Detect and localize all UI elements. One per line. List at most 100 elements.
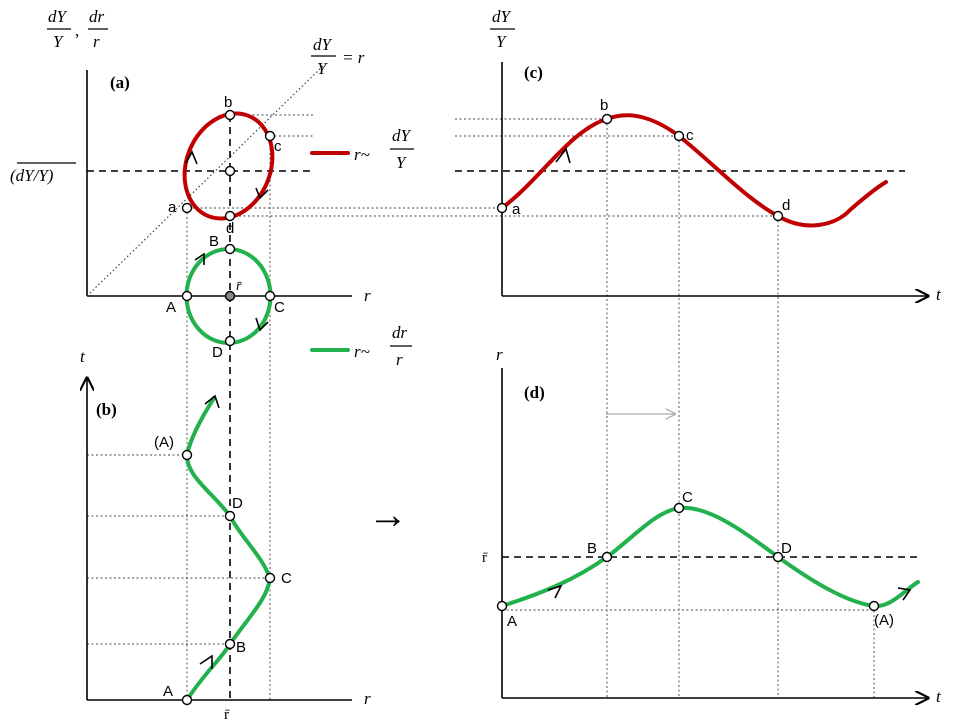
panel-d-y-label: r <box>496 345 503 364</box>
legend: r~ dY Y r~ dr r <box>310 126 414 369</box>
diag-Y: Y <box>317 59 328 78</box>
label-A: A <box>166 299 176 316</box>
diagonal-label: dY Y = r <box>311 35 365 78</box>
point-rbar <box>224 290 236 302</box>
panel-b-x-label: r <box>364 689 371 708</box>
label-d-A: A <box>507 613 517 630</box>
label-b-Aprime: (A) <box>154 434 174 451</box>
panel-c-x-label: t <box>936 285 942 304</box>
point-b-B <box>224 638 236 650</box>
label-c-c: c <box>686 127 694 144</box>
legend-green-prefix: r~ <box>354 342 370 361</box>
point-c <box>264 130 276 142</box>
label-a: a <box>168 199 177 216</box>
panel-b-arrow-top <box>204 394 220 409</box>
point-c-d <box>772 210 784 222</box>
panel-d-rbar-label: r̄ <box>482 550 488 566</box>
point-b <box>224 109 236 121</box>
point-A <box>181 290 193 302</box>
legend-red-num: dY <box>392 126 412 145</box>
legend-green-num: dr <box>392 323 408 342</box>
point-d-C <box>673 502 685 514</box>
legend-green-den: r <box>396 350 403 369</box>
legend-red-prefix: r~ <box>354 145 370 164</box>
panel-d-x-label: t <box>936 687 942 706</box>
point-c-a <box>496 202 508 214</box>
label-d-B: B <box>587 540 597 557</box>
label-b-B: B <box>236 639 246 656</box>
guide-lines <box>87 114 875 700</box>
point-d <box>224 210 236 222</box>
label-d-Aprime: (A) <box>874 612 894 629</box>
y-label-r: r <box>93 32 100 51</box>
point-a <box>181 202 193 214</box>
point-B <box>224 243 236 255</box>
panel-d: A B C D (A) (d) r t r̄ <box>482 345 942 706</box>
label-d-C: C <box>682 489 693 506</box>
panel-b-arrow-low <box>199 654 213 669</box>
point-b-A <box>181 694 193 706</box>
green-arrow-down <box>255 317 269 332</box>
mean-growth-label: (dY/Y) <box>10 162 76 185</box>
panel-a-x-label: r <box>364 286 371 305</box>
label-c-d: d <box>782 197 790 214</box>
point-center-red <box>224 165 236 177</box>
c-y-dY: dY <box>492 7 512 26</box>
red-arrow-down <box>255 187 269 200</box>
point-c-c <box>673 130 685 142</box>
panel-c-label: (c) <box>524 63 543 82</box>
label-b-C: C <box>281 570 292 587</box>
point-b-Aprime <box>181 449 193 461</box>
label-c: c <box>274 138 282 155</box>
label-B: B <box>209 233 219 250</box>
c-y-Y: Y <box>496 32 507 51</box>
label-b-D: D <box>232 495 243 512</box>
panel-a-label: (a) <box>110 73 130 92</box>
y-label-Y: Y <box>53 32 64 51</box>
panel-b: A B C D (A) (b) t r r̄ <box>80 347 371 723</box>
red-cycle <box>182 111 275 221</box>
red-arrow-up <box>185 150 198 165</box>
point-d-Aprime <box>868 600 880 612</box>
point-C <box>264 290 276 302</box>
label-d-D: D <box>781 540 792 557</box>
label-c-a: a <box>512 201 521 218</box>
diag-eq-r: = r <box>342 48 365 67</box>
point-d-A <box>496 600 508 612</box>
y-label-dr: dr <box>89 7 105 26</box>
panel-c-y-label: dY Y <box>490 7 515 51</box>
panel-b-rbar-label: r̄ <box>224 707 230 719</box>
legend-red-den: Y <box>396 153 407 172</box>
point-c-b <box>601 113 613 125</box>
label-d: d <box>226 220 234 237</box>
panel-b-y-label: t <box>80 347 86 366</box>
label-b-A: A <box>163 683 173 700</box>
point-b-D <box>224 510 236 522</box>
panel-b-label: (b) <box>96 400 117 419</box>
label-C: C <box>274 299 285 316</box>
green-arrow-up <box>194 252 205 265</box>
y-label-dY: dY <box>48 7 68 26</box>
panel-a: b c a d B A C D r̄ (a) r dY Y , dr r dY … <box>10 7 371 702</box>
transition-arrow: → <box>368 492 408 537</box>
label-rbar-center: r̄ <box>236 279 242 294</box>
panel-c-curve <box>500 113 888 228</box>
y-label-comma: , <box>75 21 79 40</box>
panel-b-curve <box>184 396 273 702</box>
mean-growth-text: (dY/Y) <box>10 166 54 185</box>
panel-a-y-label: dY Y , dr r <box>47 7 108 51</box>
point-d-D <box>772 551 784 563</box>
panel-c: a b c d (c) t dY Y <box>455 7 942 304</box>
panel-d-arrow-low <box>547 584 563 599</box>
label-b: b <box>224 94 232 111</box>
panel-c-arrow <box>555 147 571 164</box>
point-D <box>224 335 236 347</box>
point-d-B <box>601 551 613 563</box>
point-b-C <box>264 572 276 584</box>
label-D: D <box>212 344 223 361</box>
panel-d-arrow-end <box>897 587 912 601</box>
diagonal-line <box>86 63 326 297</box>
diag-dY: dY <box>313 35 333 54</box>
